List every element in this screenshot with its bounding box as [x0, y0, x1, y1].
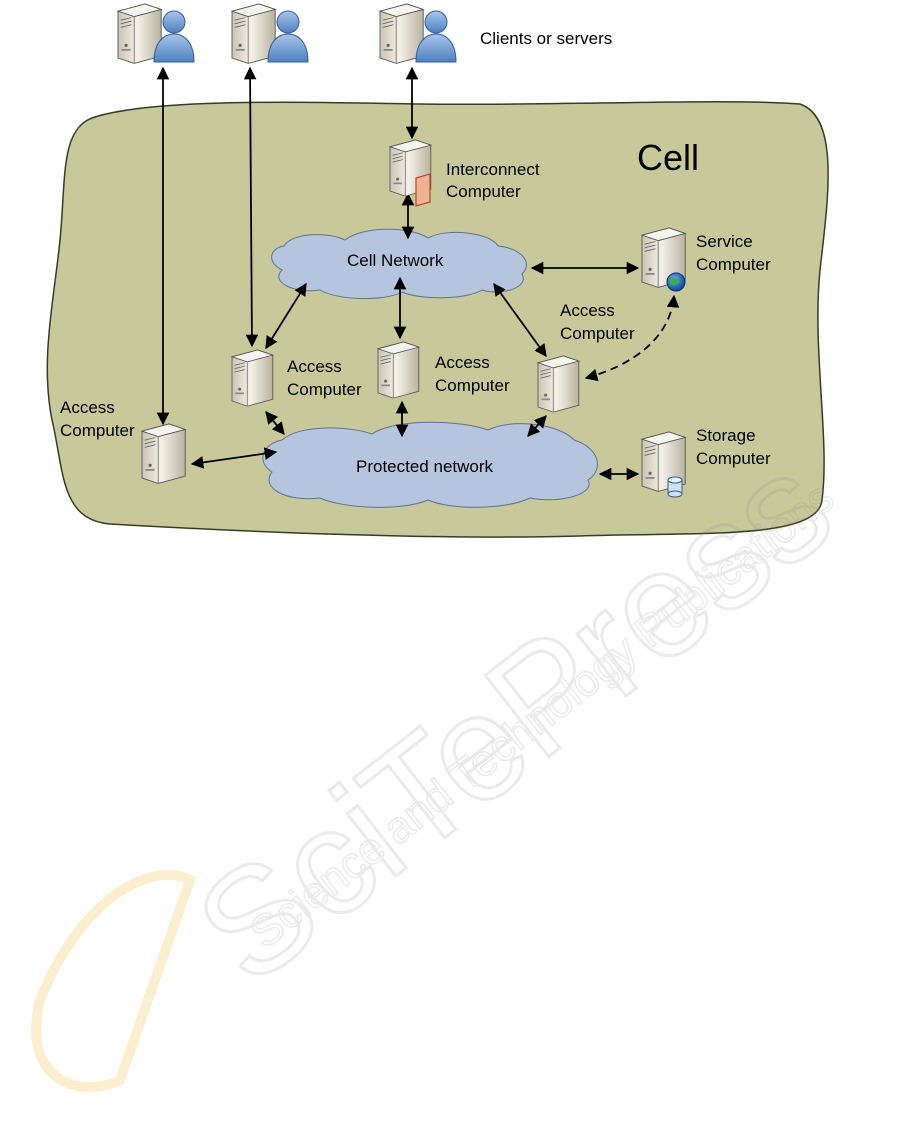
access-computer-center-icon [378, 342, 419, 398]
protected-network-label: Protected network [356, 457, 494, 476]
client-server-icon-2 [232, 4, 308, 63]
firewall-icon [416, 174, 430, 206]
client-server-icon-3 [380, 4, 456, 63]
access-computer-far-left-icon [142, 424, 185, 483]
service-computer-icon [642, 228, 685, 291]
watermark-tagline: Science and Technology Publications [241, 472, 843, 957]
client-server-icon-1 [118, 4, 194, 63]
cell-network-label: Cell Network [347, 251, 444, 270]
clients-or-servers-label: Clients or servers [480, 29, 612, 48]
access-computer-right-icon [538, 356, 579, 412]
cell-title: Cell [637, 137, 699, 178]
access-computer-left-icon [232, 350, 273, 406]
watermark-logo [36, 875, 190, 1087]
